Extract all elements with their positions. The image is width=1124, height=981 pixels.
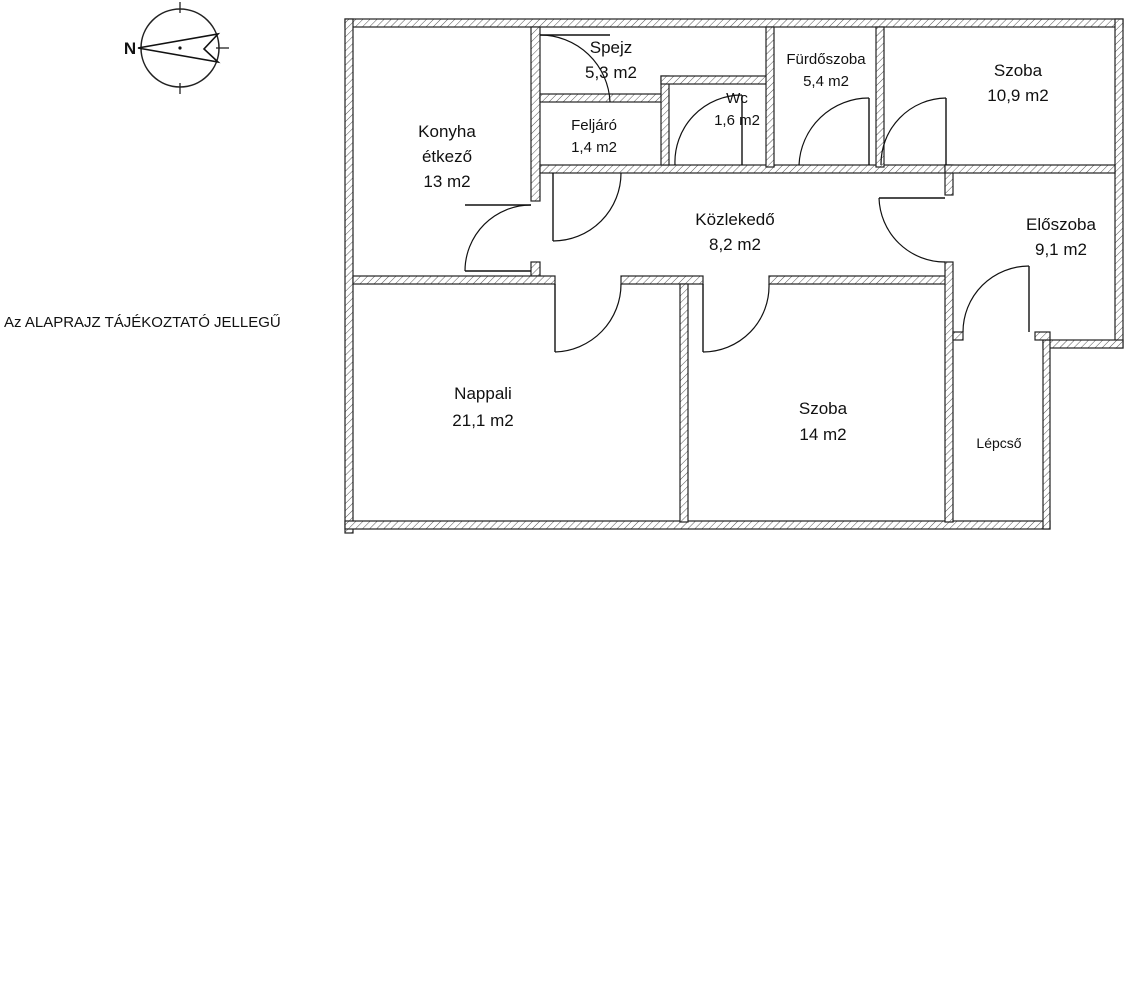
room-szoba-bottom-name: Szoba: [799, 399, 848, 418]
room-kozlekedo: Közlekedő 8,2 m2: [695, 210, 774, 254]
room-feljaro-name: Feljáró: [571, 117, 617, 134]
room-nappali: Nappali 21,1 m2: [452, 384, 513, 430]
room-furdoszoba: Fürdőszoba 5,4 m2: [786, 51, 866, 90]
room-konyha-name-1: Konyha: [418, 122, 476, 141]
room-szoba-top: Szoba 10,9 m2: [987, 61, 1048, 105]
disclaimer-note: Az ALAPRAJZ TÁJÉKOZTATÓ JELLEGŰ: [4, 314, 281, 331]
room-feljaro-area: 1,4 m2: [571, 139, 617, 156]
room-konyha-area: 13 m2: [423, 172, 470, 191]
room-eloszoba-name: Előszoba: [1026, 215, 1096, 234]
room-spejz: Spejz 5,3 m2: [585, 38, 637, 82]
room-eloszoba-area: 9,1 m2: [1035, 240, 1087, 259]
door-nappali: [554, 283, 622, 353]
door-furdoszoba: [798, 97, 870, 166]
door-szoba-bottom: [702, 283, 770, 353]
door-spejz: [539, 34, 611, 103]
room-kozlekedo-name: Közlekedő: [695, 210, 774, 229]
room-lepcso: Lépcső: [976, 435, 1021, 451]
room-furdoszoba-area: 5,4 m2: [803, 73, 849, 90]
door-konyha: [464, 204, 532, 272]
compass-icon: N: [124, 2, 229, 94]
door-wc: [674, 94, 743, 166]
walls: [344, 18, 1124, 534]
door-szoba-top: [880, 97, 947, 166]
room-lepcso-name: Lépcső: [976, 435, 1021, 451]
room-wc-name: Wc: [726, 90, 748, 107]
door-kozlekedo-left: [552, 172, 622, 242]
doors: [464, 34, 1030, 353]
compass-north-letter: N: [124, 39, 136, 58]
room-szoba-top-area: 10,9 m2: [987, 86, 1048, 105]
room-nappali-area: 21,1 m2: [452, 411, 513, 430]
room-furdoszoba-name: Fürdőszoba: [786, 51, 866, 68]
room-szoba-bottom: Szoba 14 m2: [799, 399, 848, 444]
room-szoba-top-name: Szoba: [994, 61, 1043, 80]
door-lepcso: [962, 265, 1030, 333]
room-eloszoba: Előszoba 9,1 m2: [1026, 215, 1096, 259]
room-konyha: Konyha étkező 13 m2: [418, 122, 476, 191]
room-konyha-name-2: étkező: [422, 147, 472, 166]
room-wc-area: 1,6 m2: [714, 112, 760, 129]
room-feljaro: Feljáró 1,4 m2: [571, 117, 617, 156]
room-wc: Wc 1,6 m2: [714, 90, 760, 129]
room-kozlekedo-area: 8,2 m2: [709, 235, 761, 254]
room-nappali-name: Nappali: [454, 384, 512, 403]
door-eloszoba: [878, 197, 946, 263]
room-szoba-bottom-area: 14 m2: [799, 425, 846, 444]
room-spejz-name: Spejz: [590, 38, 633, 57]
room-spejz-area: 5,3 m2: [585, 63, 637, 82]
